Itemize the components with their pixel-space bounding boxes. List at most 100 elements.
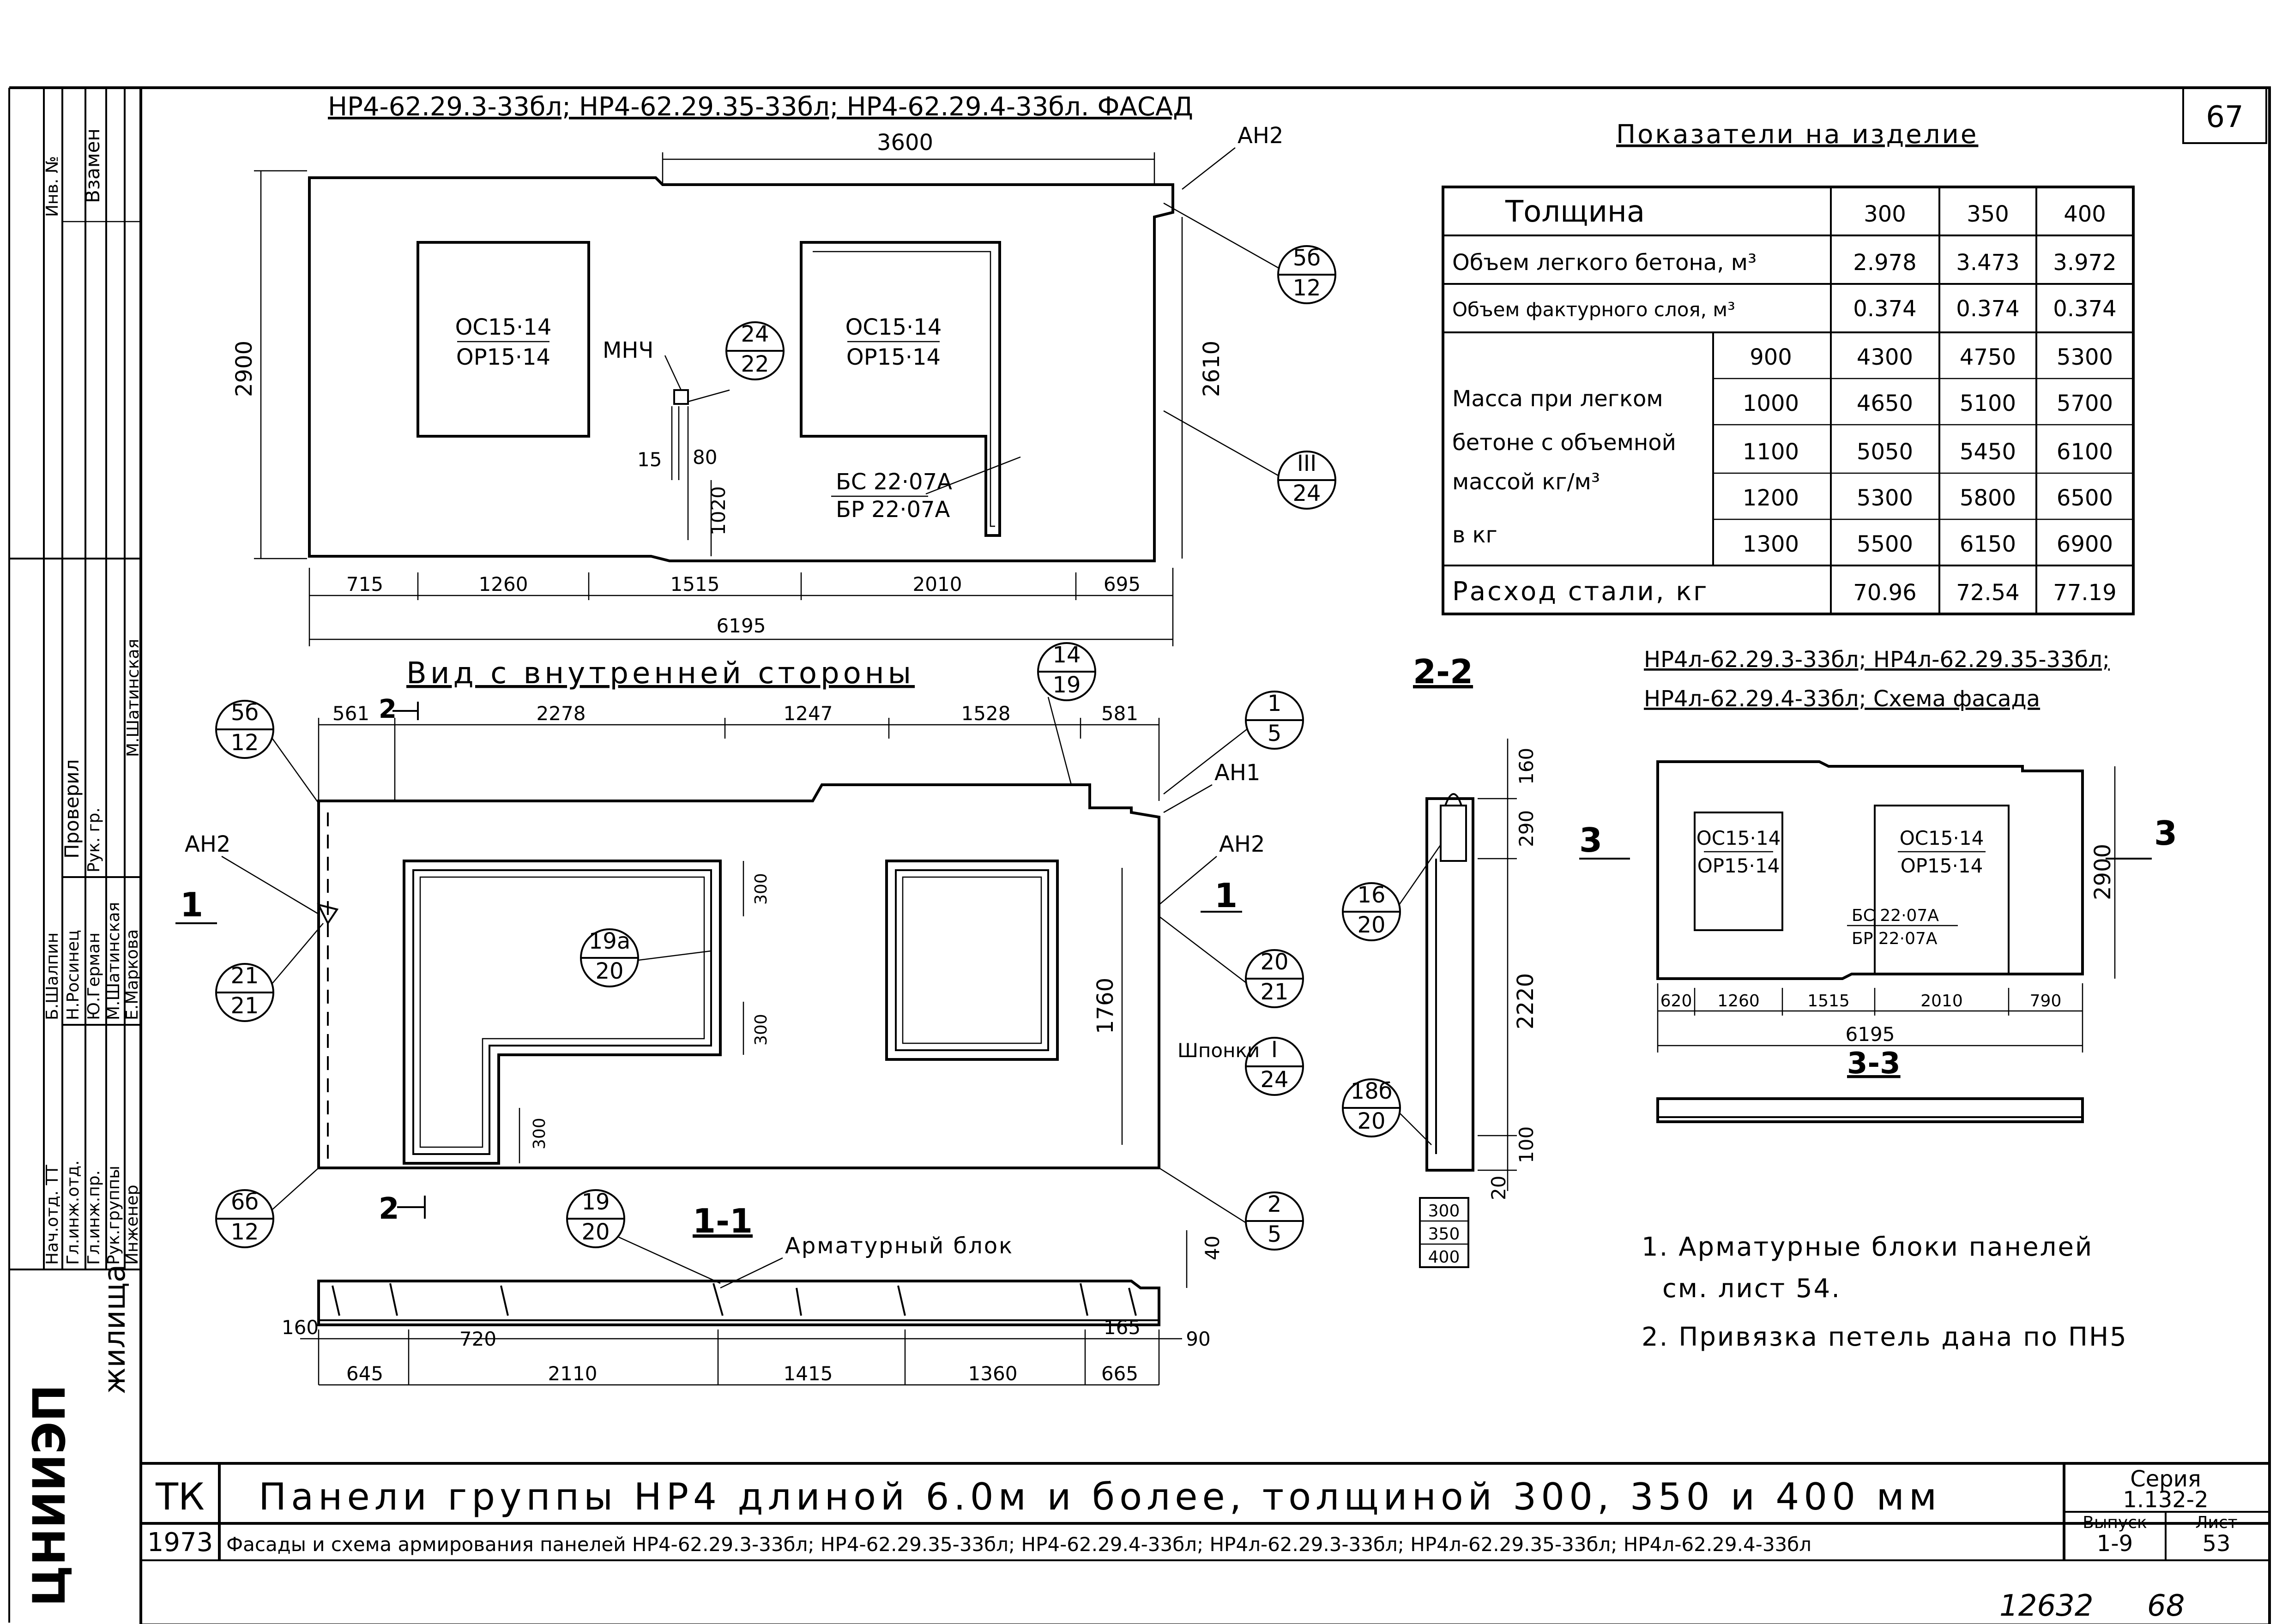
mass-row-5-v1: 5500 <box>1857 531 1913 557</box>
section-22-thick-3: 400 <box>1428 1248 1460 1267</box>
inner-dim-1760: 1760 <box>1093 978 1118 1034</box>
inner-callout-9-bottom: 5 <box>1268 1221 1282 1247</box>
scheme-label-3-right: 3 <box>2154 814 2177 853</box>
scheme-window-left-top: ОС15·14 <box>1696 827 1781 849</box>
scheme-dim-height: 2900 <box>2090 844 2116 900</box>
scheme-bottom-dim-1: 620 <box>1660 992 1692 1010</box>
mass-row-1-density: 900 <box>1750 344 1792 370</box>
scheme-total: 6195 <box>1846 1023 1895 1046</box>
scheme-door-bottom: БР 22·07А <box>1852 929 1938 948</box>
title-sheet-label: Лист <box>2195 1513 2237 1532</box>
side-stamp: Инв. № Взамен Проверил Рук. гр. М.Шатинс… <box>9 88 143 1606</box>
stamp-replace-label: Взамен <box>81 128 104 203</box>
inner-label-1-left: 1 <box>180 885 203 924</box>
section-22-dim-4: 100 <box>1515 1126 1538 1163</box>
section-2-2: 2-2 160 290 2220 100 20 300 350 400 16 2… <box>1342 652 1539 1268</box>
inner-label-1-right: 1 <box>1214 876 1238 915</box>
section-22-thick-2: 350 <box>1428 1225 1460 1244</box>
inner-top-dim-4: 1528 <box>961 702 1011 725</box>
stamp-checked-label: Проверил <box>60 759 83 859</box>
inner-callout-8-top: 6б <box>231 1189 259 1215</box>
inner-callout-5-bottom: 20 <box>595 958 623 984</box>
facade-callout-1-top: 24 <box>741 321 769 347</box>
facade-bottom-dim-2: 1260 <box>479 573 528 595</box>
section-11-dim-40: 40 <box>1201 1236 1224 1260</box>
facade-title: НР4-62.29.3-33бл; НР4-62.29.35-33бл; НР4… <box>328 92 1193 122</box>
facade-view: НР4-62.29.3-33бл; НР4-62.29.35-33бл; НР4… <box>231 92 1336 646</box>
indicators-row-2-label: Объем фактурного слоя, м³ <box>1452 298 1735 321</box>
facade-bottom-dim-1: 715 <box>346 573 383 595</box>
inner-top-dim-2: 2278 <box>537 702 586 725</box>
section-11-dim-lower-1: 645 <box>346 1362 383 1385</box>
title-series-label: Серия <box>2130 1466 2201 1492</box>
inner-callout-7-top: I <box>1271 1037 1278 1063</box>
mass-row-2-v1: 4650 <box>1857 391 1913 416</box>
mass-row-1-v1: 4300 <box>1857 344 1913 370</box>
facade-callout-3-top: III <box>1297 451 1316 476</box>
facade-label-an2: АН2 <box>1238 123 1283 149</box>
indicators-table: Показатели на изделие Толщина 300 350 40… <box>1442 120 2135 615</box>
facade-label-mnch: МНЧ <box>603 337 653 363</box>
section-22-callout-2-top: 18б <box>1351 1078 1393 1104</box>
section-11-title: 1-1 <box>693 1202 753 1240</box>
indicators-title: Показатели на изделие <box>1616 120 1978 150</box>
section-1-1: 1-1 Арматурный блок 19 20 40 160 720 165… <box>282 1189 1224 1386</box>
inner-top-dim-5: 581 <box>1101 702 1138 725</box>
inner-label-2-top: 2 <box>379 694 397 724</box>
scheme-view: НР4л-62.29.3-33бл; НР4л-62.29.35-33бл; Н… <box>1579 647 2177 1123</box>
notes: 1. Арматурные блоки панелей см. лист 54.… <box>1642 1232 2126 1352</box>
facade-callout-2-bottom: 12 <box>1292 275 1321 301</box>
facade-dim-right-height: 2610 <box>1199 341 1225 397</box>
mass-row-1-v3: 5300 <box>2057 344 2113 370</box>
steel-v1: 70.96 <box>1853 580 1916 606</box>
mass-row-3-v2: 5450 <box>1960 439 2016 465</box>
mass-row-4-v2: 5800 <box>1960 485 2016 511</box>
indicators-th-2: 350 <box>1967 201 2009 227</box>
title-block: ТК 1973 Панели группы НР4 длиной 6.0м и … <box>141 1462 2270 1561</box>
facade-door-bottom: БР 22·07А <box>836 497 950 523</box>
inner-callout-3-top: 1 <box>1268 691 1282 716</box>
scheme-bottom-dim-3: 1515 <box>1807 992 1850 1010</box>
section-22-callout-1-bottom: 20 <box>1357 912 1385 938</box>
facade-bottom-dim-3: 1515 <box>670 573 720 595</box>
scheme-label-3-left: 3 <box>1579 821 1602 860</box>
page-number: 67 <box>2206 100 2243 134</box>
indicators-row-1-v1: 2.978 <box>1853 250 1916 276</box>
inner-dim-300-c: 300 <box>530 1118 549 1149</box>
facade-window-left-bottom: ОР15·14 <box>456 344 550 370</box>
scheme-door-top: БС 22·07А <box>1852 906 1939 925</box>
title-series-value: 1.132-2 <box>2123 1487 2208 1513</box>
mass-row-2-v2: 5100 <box>1960 391 2016 416</box>
section-11-callout-bottom: 20 <box>581 1219 610 1245</box>
stamp-name-5: Е.Маркова <box>123 929 142 1020</box>
section-11-dim-upper-3: 165 <box>1104 1316 1141 1339</box>
title-issue-label: Выпуск <box>2083 1513 2147 1532</box>
inner-callout-9-top: 2 <box>1268 1191 1282 1217</box>
mass-row-5-density: 1300 <box>1743 531 1799 557</box>
inner-callout-8-bottom: 12 <box>230 1219 259 1245</box>
inner-callout-4-top: 21 <box>230 963 259 989</box>
inner-callout-4-bottom: 21 <box>230 993 259 1019</box>
stamp-inv-label: Инв. № <box>43 156 62 217</box>
stamp-name-2: Н.Росинец <box>64 930 83 1020</box>
inner-callout-1-top: 5б <box>231 700 259 726</box>
steel-v3: 77.19 <box>2053 580 2116 606</box>
section-22-thick-1: 300 <box>1428 1202 1460 1221</box>
facade-total: 6195 <box>717 614 766 637</box>
mass-row-4-v3: 6500 <box>2057 485 2113 511</box>
mass-label-line-2: бетоне с объемной <box>1452 430 1676 456</box>
stamp-checked-name: М.Шатинская <box>124 639 143 757</box>
scheme-window-right-top: ОС15·14 <box>1900 827 1984 849</box>
indicators-row-2-v2: 0.374 <box>1956 296 2019 322</box>
scheme-window-right-bottom: ОР15·14 <box>1901 854 1983 877</box>
inner-view: Вид с внутренней стороны 561 2278 1247 1… <box>175 642 1304 1251</box>
section-11-dim-lower-5: 665 <box>1101 1362 1138 1385</box>
section-22-dim-3: 2220 <box>1513 973 1539 1029</box>
indicators-th-1: 300 <box>1864 201 1906 227</box>
scheme-section-title: 3-3 <box>1847 1047 1901 1081</box>
inner-top-dim-3: 1247 <box>784 702 833 725</box>
facade-dim-1020: 1020 <box>707 486 730 535</box>
section-22-dim-1: 160 <box>1515 748 1538 785</box>
mass-row-2-density: 1000 <box>1743 391 1799 416</box>
scheme-bottom-dim-2: 1260 <box>1717 992 1760 1010</box>
